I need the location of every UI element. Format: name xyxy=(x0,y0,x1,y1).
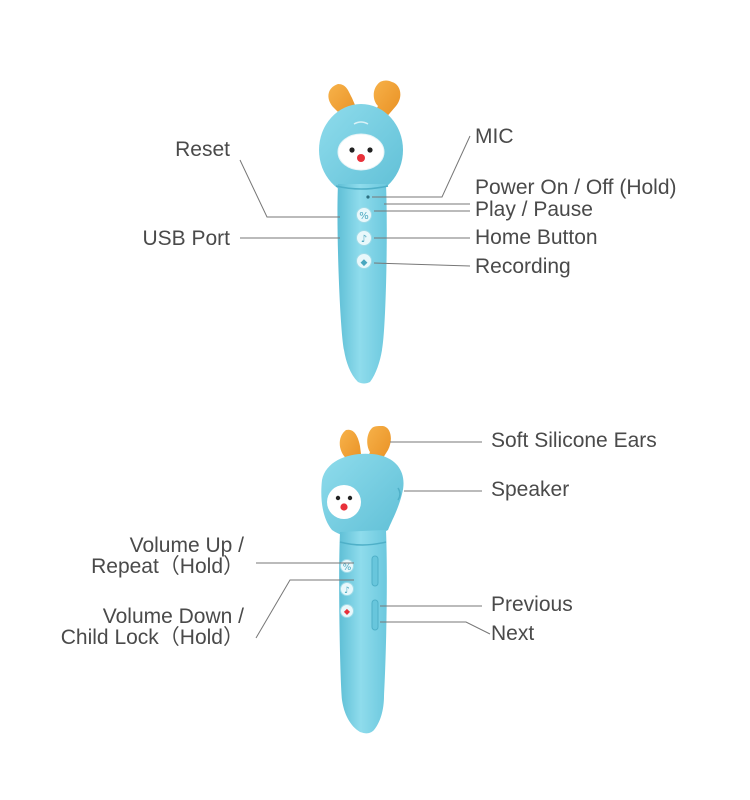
music-note-icon: ♪ xyxy=(344,586,350,596)
label-volume-up-line2: Repeat（Hold） xyxy=(91,555,244,578)
side-volume-down-button[interactable]: ◆ xyxy=(340,604,354,618)
side-home-button[interactable]: ♪ xyxy=(340,582,354,597)
label-volume-down-line2: Child Lock（Hold） xyxy=(60,626,244,649)
label-mic: MIC xyxy=(475,125,514,148)
previous-next-rocker[interactable] xyxy=(371,599,379,631)
label-usb-port: USB Port xyxy=(142,227,230,250)
microphone-icon: ◆ xyxy=(344,607,351,616)
label-power: Power On / Off (Hold) xyxy=(475,176,677,199)
home-button[interactable]: ♪ xyxy=(356,230,372,246)
bottom-leader-lines xyxy=(255,441,491,639)
label-volume-down: Volume Down / Child Lock（Hold） xyxy=(61,606,244,648)
next-line xyxy=(380,621,491,635)
pen-face xyxy=(337,133,385,171)
label-reset: Reset xyxy=(175,138,230,161)
label-next: Next xyxy=(491,622,535,645)
microphone-icon: ◆ xyxy=(361,258,368,268)
percent-icon: % xyxy=(343,563,352,573)
volume-rocker[interactable] xyxy=(371,555,379,587)
pen-nose xyxy=(357,154,365,162)
side-volume-up-button[interactable]: % xyxy=(340,559,354,574)
side-pen-face xyxy=(327,485,361,519)
label-speaker: Speaker xyxy=(491,478,570,501)
pen-side-view: % ♪ ◆ xyxy=(321,426,404,734)
recording-line xyxy=(373,262,471,267)
reset-line xyxy=(239,159,340,218)
play-pause-button[interactable]: % xyxy=(356,207,372,223)
pen-body xyxy=(337,184,387,384)
recording-button[interactable]: ◆ xyxy=(356,253,372,269)
mic-hole xyxy=(366,195,370,199)
volume-down-line xyxy=(255,579,354,639)
music-note-icon: ♪ xyxy=(361,234,367,245)
label-recording: Recording xyxy=(475,255,571,278)
top-leader-lines xyxy=(239,135,471,267)
label-play-pause: Play / Pause xyxy=(475,198,593,221)
label-previous: Previous xyxy=(491,593,573,616)
label-volume-up: Volume Up / Repeat（Hold） xyxy=(91,535,244,577)
pen-front-view: % ♪ ◆ xyxy=(319,80,403,384)
label-soft-silicone-ears: Soft Silicone Ears xyxy=(491,429,657,452)
percent-icon: % xyxy=(359,211,369,222)
label-volume-down-line1: Volume Down / xyxy=(102,605,244,628)
mic-line xyxy=(372,135,471,198)
label-home-button: Home Button xyxy=(475,226,598,249)
label-volume-up-line1: Volume Up / xyxy=(129,534,244,557)
